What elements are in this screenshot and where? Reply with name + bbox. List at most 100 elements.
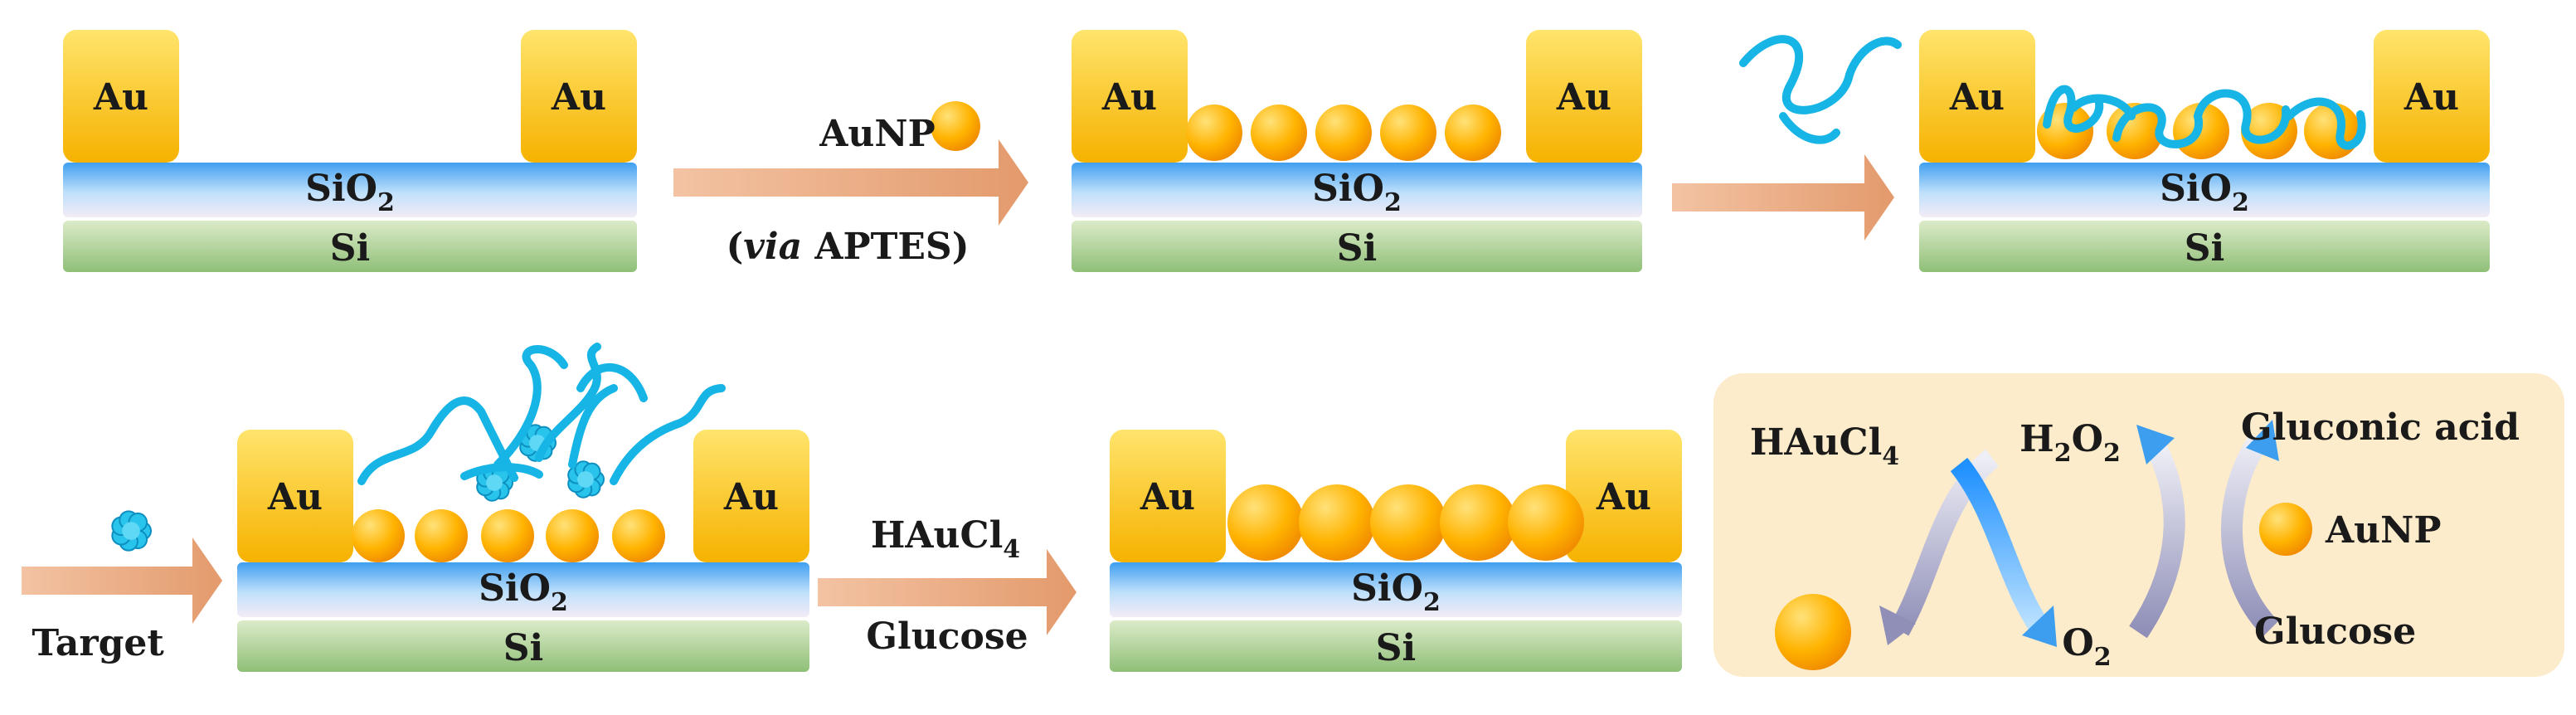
legend-haucl4-label-part: 4	[1882, 442, 1899, 471]
target-core	[577, 471, 594, 488]
aptamer-strand	[460, 463, 543, 480]
haucl4-reagent-label-part: HAuCl	[871, 514, 1003, 557]
cycle-arc-o2	[1950, 457, 2051, 637]
gold-nanoparticle	[1445, 105, 1501, 161]
au-electrode-right	[2374, 30, 2490, 163]
gold-nanoparticle	[1440, 484, 1516, 561]
via-aptes-part: via	[743, 226, 802, 268]
gold-nanoparticle	[931, 101, 980, 151]
haucl4-reagent-label: HAuCl4	[871, 514, 1020, 564]
gold-nanoparticle	[2304, 103, 2360, 159]
gold-nanoparticle	[2259, 503, 2312, 556]
cycle-arrowhead	[2246, 420, 2279, 461]
gold-nanoparticle	[2107, 103, 2163, 159]
aunp-reagent-label: AuNP	[819, 113, 935, 155]
cycle-arrowhead	[2136, 425, 2175, 465]
au-label: Au	[2403, 76, 2459, 119]
target-core	[486, 474, 503, 491]
sio2-layer	[237, 562, 809, 617]
sio2-layer	[63, 163, 637, 217]
gold-nanoparticle	[481, 509, 534, 562]
target-core	[122, 522, 140, 540]
sio2-label-part: 2	[2232, 188, 2249, 217]
sio2-layer	[1919, 163, 2490, 217]
au-label: Au	[1556, 76, 1611, 119]
au-electrode-left	[237, 430, 353, 562]
aptamer-strand	[610, 384, 726, 485]
au-electrode-right	[693, 430, 809, 562]
au-electrode-right	[521, 30, 637, 163]
gold-nanoparticle	[1508, 484, 1584, 561]
legend-h2o2-label-part: H	[2019, 418, 2054, 460]
sio2-label-part: SiO	[1312, 168, 1384, 210]
via-aptes-label: (via APTES)	[726, 226, 969, 268]
via-aptes-part: APTES)	[802, 226, 969, 268]
legend-h2o2-label-part: 2	[2103, 439, 2121, 468]
sio2-label-part: 2	[1384, 188, 1402, 217]
legend-haucl4-label-part: HAuCl	[1750, 421, 1882, 464]
au-electrode-left	[63, 30, 179, 163]
au-electrode-left	[1110, 430, 1226, 562]
legend-gluconic-acid-label: Gluconic acid	[2241, 406, 2520, 449]
process-arrow	[818, 549, 1077, 635]
gold-nanoparticle	[612, 509, 665, 562]
sio2-label: SiO2	[2160, 168, 2249, 217]
au-electrode-right	[1526, 30, 1642, 163]
gold-nanoparticle	[1186, 105, 1242, 161]
si-label: Si	[330, 227, 371, 270]
si-layer	[1072, 221, 1642, 272]
gold-nanoparticle	[1775, 594, 1851, 670]
au-label: Au	[551, 76, 606, 119]
aptamer-strand	[1739, 35, 1902, 114]
legend-h2o2-label: H2O2	[2019, 418, 2121, 468]
sio2-layer	[1072, 163, 1642, 217]
sio2-label: SiO2	[1351, 567, 1441, 617]
sio2-label: SiO2	[479, 567, 568, 617]
legend-h2o2-label-part: O	[2072, 418, 2103, 460]
legend-h2o2-label-part: 2	[2054, 439, 2072, 468]
gold-nanoparticle	[1251, 105, 1307, 161]
gold-nanoparticle	[1380, 105, 1436, 161]
si-label: Si	[1376, 627, 1417, 669]
via-aptes-part: (	[726, 226, 743, 268]
aptamer-strand	[2043, 85, 2104, 133]
haucl4-reagent-label-part: 4	[1003, 535, 1020, 564]
target-label: Target	[32, 622, 164, 664]
gold-nanoparticle	[1370, 484, 1446, 561]
au-label: Au	[1949, 76, 2005, 119]
legend-o2-label-part: 2	[2094, 643, 2112, 672]
au-label: Au	[1140, 476, 1195, 518]
au-electrode-right	[1566, 430, 1682, 562]
cycle-arrowhead	[2022, 606, 2057, 647]
sio2-label-part: SiO	[1351, 567, 1423, 610]
au-label: Au	[723, 476, 779, 518]
si-label: Si	[1337, 227, 1378, 270]
si-label: Si	[2185, 227, 2225, 270]
sio2-label-part: SiO	[305, 168, 377, 210]
cycle-arc-h2o2	[2129, 443, 2185, 639]
si-layer	[1919, 221, 2490, 272]
bound-target-molecule	[567, 460, 605, 499]
cycle-arc-gluconic	[2220, 433, 2279, 637]
aptamer-strand	[493, 345, 568, 469]
sio2-label-part: 2	[1423, 588, 1441, 617]
au-label: Au	[267, 476, 323, 518]
si-layer	[1110, 620, 1682, 672]
aptamer-strand	[357, 396, 518, 485]
sio2-label-part: SiO	[2160, 168, 2232, 210]
glucose-reagent-label: Glucose	[866, 615, 1028, 658]
gold-nanoparticle	[1315, 105, 1372, 161]
aptamer-strand	[1779, 112, 1840, 144]
cycle-arrowhead	[1879, 606, 1916, 645]
sio2-label-part: 2	[551, 588, 568, 617]
legend-o2-label-part: O	[2062, 622, 2093, 664]
au-label: Au	[1596, 476, 1651, 518]
gold-nanoparticle	[415, 509, 468, 562]
au-label: Au	[1101, 76, 1157, 119]
au-label: Au	[93, 76, 148, 119]
gold-nanoparticle	[546, 509, 599, 562]
process-arrow	[673, 139, 1028, 226]
aptamer-strand	[568, 384, 618, 469]
